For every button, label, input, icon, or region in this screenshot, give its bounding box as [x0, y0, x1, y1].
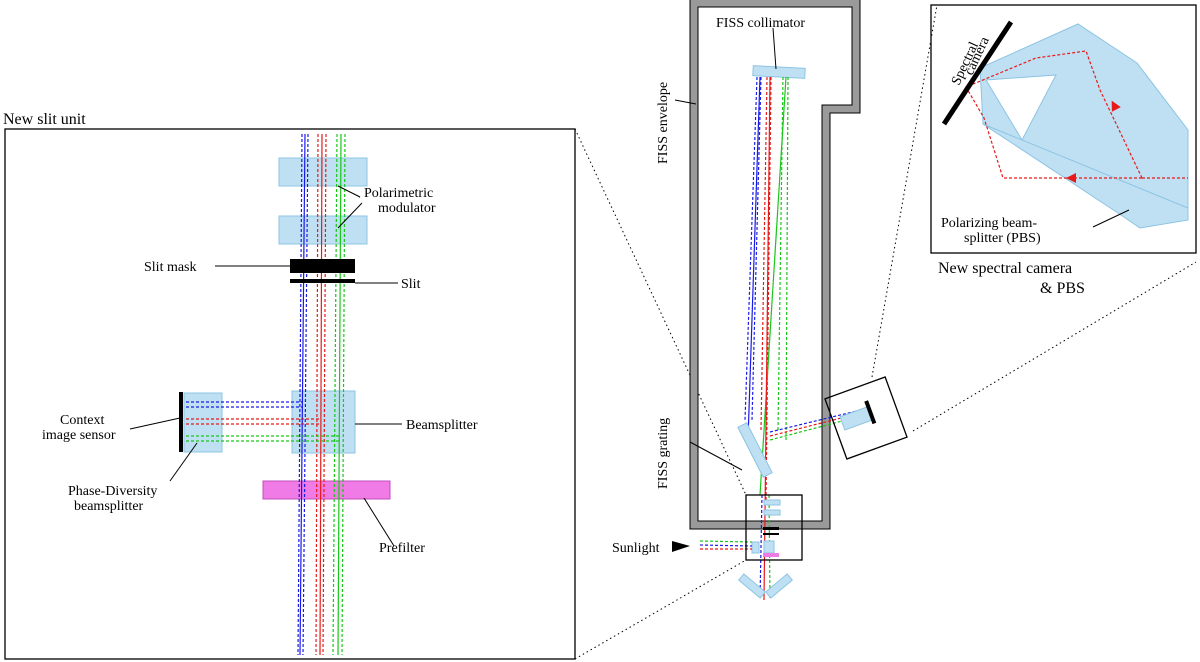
sunlight-arrow-icon [672, 541, 690, 552]
mini-prefilter [763, 553, 779, 557]
mini-modulator-2 [763, 509, 781, 516]
fiss-envelope-inner-edge [697, 6, 853, 522]
leader-grating [689, 441, 743, 471]
spectral-camera-bar [941, 20, 1014, 126]
leader-collimator [772, 27, 777, 70]
pbs-interface-line [982, 123, 1189, 209]
label-beamsplitter: Beamsplitter [406, 418, 478, 433]
mini-beamsplitter [763, 540, 775, 554]
modulator-plate-lower [278, 215, 368, 245]
mini-slit-mask [763, 527, 779, 530]
context-image-sensor [179, 392, 183, 452]
label-phase-diversity: Phase-Diversity [68, 484, 157, 499]
fiss-envelope-outer-edge [689, 0, 861, 530]
slit [290, 279, 355, 283]
leader-context-sensor [129, 417, 181, 430]
label-slit: Slit [401, 277, 421, 292]
ray-arrow-left-icon [1066, 173, 1076, 183]
label-slit-mask: Slit mask [144, 260, 197, 275]
leader-modulator-lower [337, 202, 363, 229]
fiss-envelope [689, 0, 861, 530]
sunlight-ray-green [699, 540, 753, 543]
fiss-collimator [752, 65, 806, 79]
prefilter [262, 480, 391, 500]
leader-phase-diversity [169, 442, 198, 482]
label-image-sensor: image sensor [42, 428, 116, 443]
sunlight-ray-blue [699, 544, 753, 547]
pbs-ray-path [965, 50, 1188, 183]
caption-pbs: & PBS [1040, 280, 1085, 297]
fiss-grating [737, 422, 773, 478]
label-context: Context [60, 413, 104, 428]
phase-diversity-beamsplitter [183, 392, 223, 453]
label-fiss-grating: FISS grating [656, 418, 671, 489]
fiss-rays [744, 76, 866, 601]
slit-mask [290, 259, 355, 273]
zoom-connectors [574, 4, 1197, 660]
leader-envelope [674, 99, 697, 105]
label-fiss-collimator: FISS collimator [716, 16, 805, 31]
leader-pbs [1092, 209, 1130, 228]
caption-new-spectral-camera: New spectral camera [938, 260, 1072, 277]
modulator-plate-upper [278, 157, 368, 187]
spectral-camera-frame [930, 4, 1197, 254]
slit-unit-frame [4, 128, 576, 660]
slit-unit-zoom-box [745, 494, 803, 561]
pbs-white-prism [985, 74, 1057, 142]
spectral-camera-panel: Spectral camera Polarizing beam- splitte… [930, 4, 1197, 297]
polarizing-beamsplitter [979, 23, 1189, 229]
label-fiss-envelope: FISS envelope [656, 82, 671, 164]
leader-modulator-upper [337, 185, 361, 198]
slit-unit-panel: New slit unit [3, 111, 576, 660]
mini-modulator-1 [763, 499, 781, 506]
label-sunlight: Sunlight [612, 541, 660, 556]
label-pbs-line1: Polarizing beam- [941, 216, 1037, 231]
feed-mirror-right [764, 573, 794, 599]
label-polarimetric: Polarimetric [364, 186, 433, 201]
label-prefilter: Prefilter [379, 541, 425, 556]
mini-slit [763, 533, 779, 535]
label-pbs-line2: splitter (PBS) [964, 231, 1041, 246]
slit-unit-title: New slit unit [3, 111, 86, 128]
label-modulator: modulator [378, 201, 436, 216]
fiss-panel: FISS collimator FISS envelope FISS grati… [612, 0, 908, 601]
ray-arrow-up-icon [1111, 100, 1121, 112]
spectral-camera-zoom-box [824, 376, 908, 460]
mini-pd-beamsplitter [751, 541, 760, 554]
slit-unit-rays [186, 133, 346, 656]
leader-prefilter [363, 497, 395, 547]
feed-mirror-left [737, 573, 767, 599]
label-pd-beamsplitter: beamsplitter [74, 499, 144, 514]
